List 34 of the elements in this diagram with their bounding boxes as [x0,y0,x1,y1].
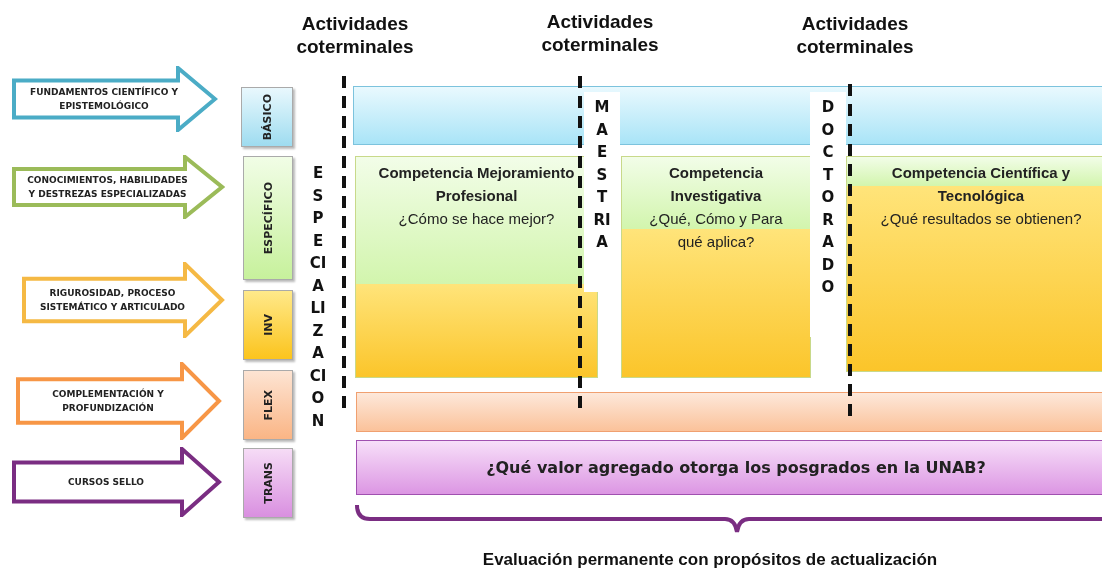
arrow-label: COMPLEMENTACIÓN Y PROFUNDIZACIÓN [51,387,165,415]
level-tab [243,290,293,360]
competency-title: Competencia Mejoramiento Profesional [377,163,576,206]
vertical-program-label: ESPECIALIZACION [309,163,327,432]
caption: Evaluación permanente con propósitos de actualización [481,549,939,571]
competency-title: Competencia Investigativa [667,163,765,206]
level-label: FLEX [261,389,275,421]
band-question: ¿Qué valor agregado otorga los posgrados en la UNAB? [486,458,986,477]
band [356,392,1102,432]
level-tab [241,87,293,147]
band [356,440,1102,495]
arrow-label: CURSOS SELLO [67,476,145,489]
level-tab [243,156,293,280]
level-tab [243,448,293,518]
competency-question: ¿Qué resultados se obtienen? [879,209,1083,229]
competency-panel [621,156,811,378]
level-label: BÁSICO [260,93,274,141]
level-label: TRANS [261,462,275,504]
competency-panel [846,156,1102,372]
band [353,86,1102,145]
vertical-program-label: MAESTRIA [593,97,611,253]
column-heading: Actividades coterminales [295,12,415,58]
level-label: ESPECÍFICO [261,181,275,255]
arrow-label: FUNDAMENTOS CIENTÍFICO Y EPISTEMOLÓGICO [29,85,179,113]
column-heading: Actividades coterminales [540,10,660,56]
level-label: INV [261,314,275,336]
competency-title: Competencia Científica y Tecnológica [890,163,1072,206]
competency-question: ¿Cómo se hace mejor? [397,209,556,229]
arrow-label: CONOCIMIENTOS, HABILIDADES Y DESTREZAS ESPECIALIZADAS [26,174,189,201]
vertical-program-label: DOCTORADO [820,97,836,298]
competency-question: ¿Qué, Cómo y Para qué aplica? [648,209,784,252]
column-heading: Actividades coterminales [795,12,915,58]
level-tab [243,370,293,440]
arrow-label: RIGUROSIDAD, PROCESO SISTEMÁTICO Y ARTICULADO [38,287,187,314]
